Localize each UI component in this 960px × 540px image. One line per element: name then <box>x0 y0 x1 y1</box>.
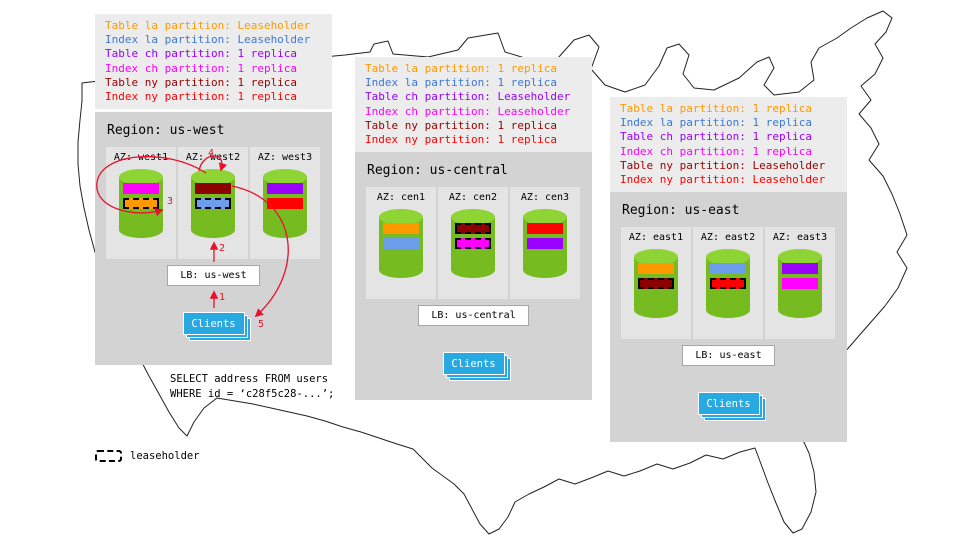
partition-bar <box>527 223 563 234</box>
sql-query: SELECT address FROM users WHERE id = ‘c2… <box>170 372 334 402</box>
sql-query-line2: WHERE id = ‘c28f5c28-...’; <box>170 388 335 400</box>
clients-label: Clients <box>697 392 760 415</box>
flow-step-4: 4 <box>208 148 215 159</box>
partition-info-us-central: Table la partition: 1 replica Index la p… <box>355 57 592 152</box>
database-node-cylinder <box>261 167 309 241</box>
load-balancer-us-west: LB: us-west <box>167 265 260 286</box>
partition-status-line: Index ch partition: 1 replica <box>105 61 298 75</box>
partition-bar <box>782 278 818 289</box>
clients-label: Clients <box>182 312 245 335</box>
az-cen3: AZ: cen3 <box>510 187 580 299</box>
az-label: AZ: east3 <box>772 232 828 243</box>
az-row: AZ: east1 AZ: east2 <box>610 227 847 339</box>
az-cen2: AZ: cen2 <box>438 187 508 299</box>
database-node-cylinder <box>776 247 824 321</box>
partition-status-line: Table ch partition: Leaseholder <box>365 90 571 104</box>
partition-bar <box>383 223 419 234</box>
partition-status-line: Table ny partition: Leaseholder <box>620 158 826 172</box>
partition-status-line: Index la partition: 1 replica <box>365 76 558 90</box>
legend-leaseholder: leaseholder <box>95 450 200 462</box>
database-node-cylinder <box>704 247 752 321</box>
az-label: AZ: cen3 <box>520 192 570 203</box>
partition-info-us-west: Table la partition: Leaseholder Index la… <box>95 14 332 109</box>
leaseholder-swatch-icon <box>95 450 122 462</box>
az-east1: AZ: east1 <box>621 227 691 339</box>
az-east3: AZ: east3 <box>765 227 835 339</box>
flow-step-1: 1 <box>219 292 226 303</box>
region-title: Region: us-central <box>367 163 508 178</box>
az-label: AZ: cen2 <box>448 192 498 203</box>
az-east2: AZ: east2 <box>693 227 763 339</box>
partition-bar <box>123 183 159 194</box>
clients-label: Clients <box>442 352 505 375</box>
clients-us-central: Clients <box>442 352 511 381</box>
partition-info-us-east: Table la partition: 1 replica Index la p… <box>610 97 847 192</box>
az-row: AZ: cen1 AZ: cen2 <box>355 187 592 299</box>
load-balancer-us-central: LB: us-central <box>418 305 529 326</box>
partition-status-line: Table ch partition: 1 replica <box>105 47 298 61</box>
partition-bar-leaseholder <box>638 278 674 289</box>
clients-us-east: Clients <box>697 392 766 421</box>
partition-bar <box>267 183 303 194</box>
region-title: Region: us-east <box>622 203 740 218</box>
load-balancer-us-east: LB: us-east <box>682 345 775 366</box>
partition-bar <box>527 238 563 249</box>
flow-step-3: 3 <box>167 196 174 207</box>
flow-step-2: 2 <box>219 243 226 254</box>
partition-status-line: Index la partition: 1 replica <box>620 116 813 130</box>
sql-query-line1: SELECT address FROM users <box>170 373 329 385</box>
legend-label: leaseholder <box>130 450 200 462</box>
region-us-central: Region: us-central AZ: cen1 AZ: cen2 <box>355 152 592 400</box>
partition-status-line: Index ny partition: 1 replica <box>105 90 298 104</box>
az-label: AZ: west3 <box>257 152 313 163</box>
partition-status-line: Table la partition: 1 replica <box>365 62 558 75</box>
partition-status-line: Index ny partition: Leaseholder <box>620 173 826 187</box>
partition-bar-leaseholder <box>455 238 491 249</box>
az-label: AZ: west1 <box>113 152 169 163</box>
partition-bar-leaseholder <box>455 223 491 234</box>
az-west2: AZ: west2 <box>178 147 248 259</box>
region-us-east: Region: us-east AZ: east1 AZ: east2 <box>610 192 847 442</box>
partition-bar <box>782 263 818 274</box>
region-title: Region: us-west <box>107 123 225 138</box>
database-node-cylinder <box>117 167 165 241</box>
partition-status-line: Table la partition: 1 replica <box>620 102 813 115</box>
az-label: AZ: cen1 <box>376 192 426 203</box>
partition-status-line: Index ny partition: 1 replica <box>365 133 558 147</box>
az-cen1: AZ: cen1 <box>366 187 436 299</box>
database-node-cylinder <box>632 247 680 321</box>
database-node-cylinder <box>449 207 497 281</box>
database-node-cylinder <box>377 207 425 281</box>
partition-bar-leaseholder <box>123 198 159 209</box>
az-label: AZ: east2 <box>700 232 756 243</box>
database-node-cylinder <box>189 167 237 241</box>
database-node-cylinder <box>521 207 569 281</box>
partition-bar <box>710 263 746 274</box>
partition-bar-leaseholder <box>710 278 746 289</box>
az-west1: AZ: west1 <box>106 147 176 259</box>
partition-bar <box>383 238 419 249</box>
flow-step-5: 5 <box>258 319 265 330</box>
partition-status-line: Table ny partition: 1 replica <box>105 75 298 89</box>
az-row: AZ: west1 AZ: west2 <box>95 147 332 259</box>
partition-status-line: Index ch partition: Leaseholder <box>365 104 571 118</box>
az-west3: AZ: west3 <box>250 147 320 259</box>
partition-status-line: Index ch partition: 1 replica <box>620 144 813 158</box>
partition-status-line: Index la partition: Leaseholder <box>105 33 311 47</box>
partition-bar-leaseholder <box>195 198 231 209</box>
partition-bar <box>195 183 231 194</box>
partition-status-line: Table ny partition: 1 replica <box>365 118 558 132</box>
clients-us-west: Clients <box>182 312 251 341</box>
partition-bar <box>267 198 303 209</box>
az-label: AZ: east1 <box>628 232 684 243</box>
partition-status-line: Table la partition: Leaseholder <box>105 19 311 32</box>
partition-status-line: Table ch partition: 1 replica <box>620 130 813 144</box>
partition-bar <box>638 263 674 274</box>
